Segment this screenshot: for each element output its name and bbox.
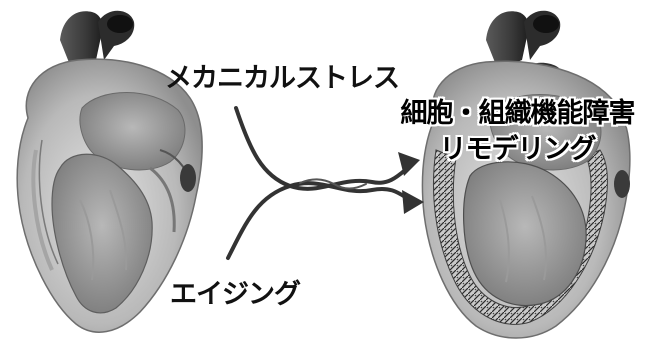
arrowhead-lower: [402, 190, 424, 214]
result-label: 細胞・組織機能障害 リモデリング: [380, 96, 655, 168]
mechanical-stress-label: メカニカルストレス: [165, 56, 399, 95]
result-label-line1: 細胞・組織機能障害: [380, 96, 655, 132]
aging-label: エイジング: [170, 272, 300, 311]
remodeled-heart-cross-section: [422, 11, 630, 338]
result-label-line2: リモデリング: [380, 132, 655, 168]
